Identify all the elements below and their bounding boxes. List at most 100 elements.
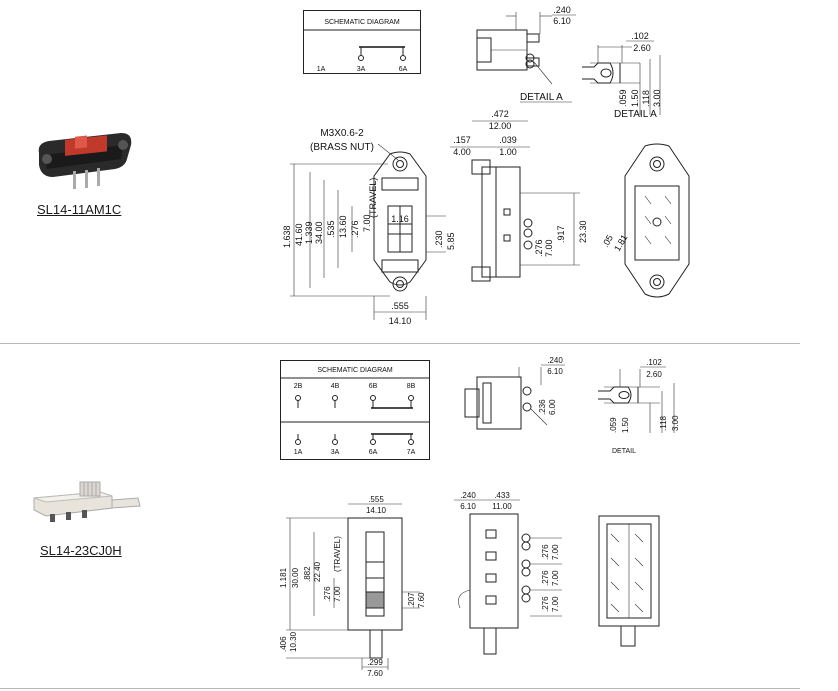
- back-view-2: [598, 515, 660, 647]
- dimension-label: .433: [494, 491, 510, 500]
- dimension-label: 14.10: [389, 316, 412, 326]
- nut-callout-line1: M3X0.6-2: [320, 128, 364, 139]
- travel-label: (TRAVEL): [333, 536, 342, 572]
- nut-callout-line2: (BRASS NUT): [310, 142, 374, 153]
- dimension-label: 7.00: [551, 570, 560, 586]
- product-photo-sl14-23cj0h: [33, 481, 141, 522]
- side-view-center-1: .472 12.00 .157 4.00 .039 1.00 .917 23.3…: [450, 109, 588, 282]
- dimension-label: 10.30: [289, 631, 298, 652]
- dimension-label: 6.10: [460, 502, 476, 511]
- dimension-label: 13.60: [338, 215, 348, 238]
- part-number-link[interactable]: SL14-23CJ0H: [40, 543, 122, 558]
- dimension-label: 23.30: [578, 220, 588, 243]
- dimension-label: 14.10: [366, 506, 387, 515]
- dimension-label: 5.85: [446, 232, 456, 250]
- dimension-label: 2.60: [646, 370, 662, 379]
- dimension-label: 34.00: [314, 221, 324, 244]
- detail-label: DETAIL: [612, 448, 636, 455]
- dimension-label: 3.00: [671, 415, 680, 431]
- schematic-pin: 6B: [369, 383, 378, 390]
- dimension-label: .236: [538, 399, 547, 415]
- schematic-pin: 8B: [407, 383, 416, 390]
- dimension-label: .917: [556, 225, 566, 243]
- side-view-top-2: .240 6.10 .236 6.00: [464, 356, 565, 430]
- dimension-label: 1.81: [612, 233, 629, 253]
- schematic-pin: 7A: [407, 449, 416, 456]
- dimension-label: .230: [434, 230, 444, 248]
- dimension-label: .207: [407, 592, 416, 608]
- dimension-label: .240: [547, 356, 563, 365]
- dimension-label: 7.00: [333, 586, 342, 602]
- dimension-label: 7.60: [367, 669, 383, 678]
- dimension-label: 6.00: [548, 399, 557, 415]
- schematic-pin: 6A: [369, 449, 378, 456]
- row-separator-top: [0, 343, 800, 344]
- dimension-label: 1.181: [279, 567, 288, 588]
- dimension-label: .406: [279, 636, 288, 652]
- detail-a-terminal-1: .102 2.60 .059 1.50 .118 3.00 DETAIL A: [582, 31, 662, 120]
- dimension-label: 6.10: [547, 367, 563, 376]
- dimension-label: .535: [326, 220, 336, 238]
- schematic-pin: 1A: [294, 449, 303, 456]
- back-view-1: .05 1.81: [600, 143, 690, 298]
- dimension-label: .157: [453, 135, 471, 145]
- dimension-label: 1.50: [621, 417, 630, 433]
- schematic-diagram-2: SCHEMATIC DIAGRAM 2B 4B 6B 8B 1A 3A 6A 7…: [280, 360, 430, 460]
- schematic-pin: 4B: [331, 383, 340, 390]
- schematic-pin: 1A: [317, 66, 326, 73]
- schematic-pin: 3A: [357, 66, 366, 73]
- dimension-label: 7.00: [551, 596, 560, 612]
- dimension-label: .882: [303, 566, 312, 582]
- dimension-label: .276: [350, 220, 360, 238]
- dimension-label: 1.339: [304, 221, 314, 244]
- dimension-label: 3.00: [652, 89, 662, 107]
- detail-a-label: DETAIL A: [520, 92, 563, 103]
- dimension-label: 1.50: [630, 89, 640, 107]
- dimension-label: .240: [553, 5, 571, 15]
- front-view-1: M3X0.6-2 (BRASS NUT) 1.638 41.60 1.339 3…: [282, 128, 456, 326]
- dimension-label: 4.00: [453, 147, 471, 157]
- schematic-diagram-1: SCHEMATIC DIAGRAM 1A 3A 6A: [303, 10, 421, 74]
- row-separator-bottom: [0, 688, 800, 689]
- dimension-label: .059: [609, 417, 618, 433]
- dimension-label: 2.60: [633, 43, 651, 53]
- dimension-label: 11.00: [492, 502, 512, 511]
- dimension-label: .276: [541, 544, 550, 560]
- product-photo-sl14-11am1c: [38, 133, 132, 189]
- dimension-label: .276: [541, 570, 550, 586]
- front-view-2: .555 14.10 1.181 30.00 .882 22.40 .276 7…: [279, 495, 426, 678]
- detail-terminal-2: .102 2.60 .059 1.50 .118 3.00 DETAIL: [598, 358, 680, 455]
- dimension-label: .118: [641, 90, 651, 107]
- dimension-label: 7.00: [362, 214, 372, 232]
- detail-a-label: DETAIL A: [614, 109, 657, 120]
- dimension-label: .555: [368, 495, 384, 504]
- schematic-pin: 3A: [331, 449, 340, 456]
- dimension-label: 22.40: [313, 561, 322, 582]
- schematic-pin: 2B: [294, 383, 303, 390]
- part-number-link[interactable]: SL14-11AM1C: [37, 202, 122, 217]
- dimension-label: 7.00: [551, 544, 560, 560]
- dimension-label: .118: [659, 415, 668, 431]
- dimension-label: 6.10: [553, 16, 571, 26]
- dimension-label: .039: [499, 135, 517, 145]
- dimension-label: .472: [491, 109, 509, 119]
- dimension-label: .276: [541, 596, 550, 612]
- schematic-title: SCHEMATIC DIAGRAM: [324, 19, 399, 26]
- dimension-label: .276: [323, 586, 332, 602]
- dimension-label: .299: [367, 658, 383, 667]
- travel-label: (TRAVEL): [368, 178, 378, 218]
- dimension-label: 1.638: [282, 225, 292, 248]
- side-view-center-2: .240 6.10 .433 11.00 .276 7.00 .276 7.00…: [454, 491, 562, 655]
- dimension-label: 1.16: [391, 214, 409, 224]
- dimension-label: 1.00: [499, 147, 517, 157]
- schematic-pin: 6A: [399, 66, 408, 73]
- dimension-label: 41.60: [294, 223, 304, 246]
- dimension-label: 30.00: [291, 567, 300, 588]
- dimension-label: 12.00: [489, 121, 512, 131]
- schematic-title: SCHEMATIC DIAGRAM: [317, 367, 392, 374]
- dimension-label: .102: [631, 31, 649, 41]
- dimension-label: 7.00: [544, 239, 554, 257]
- dimension-label: .102: [646, 358, 662, 367]
- dimension-label: .555: [391, 301, 409, 311]
- side-view-top-1: .240 6.10 DETAIL A: [476, 5, 576, 103]
